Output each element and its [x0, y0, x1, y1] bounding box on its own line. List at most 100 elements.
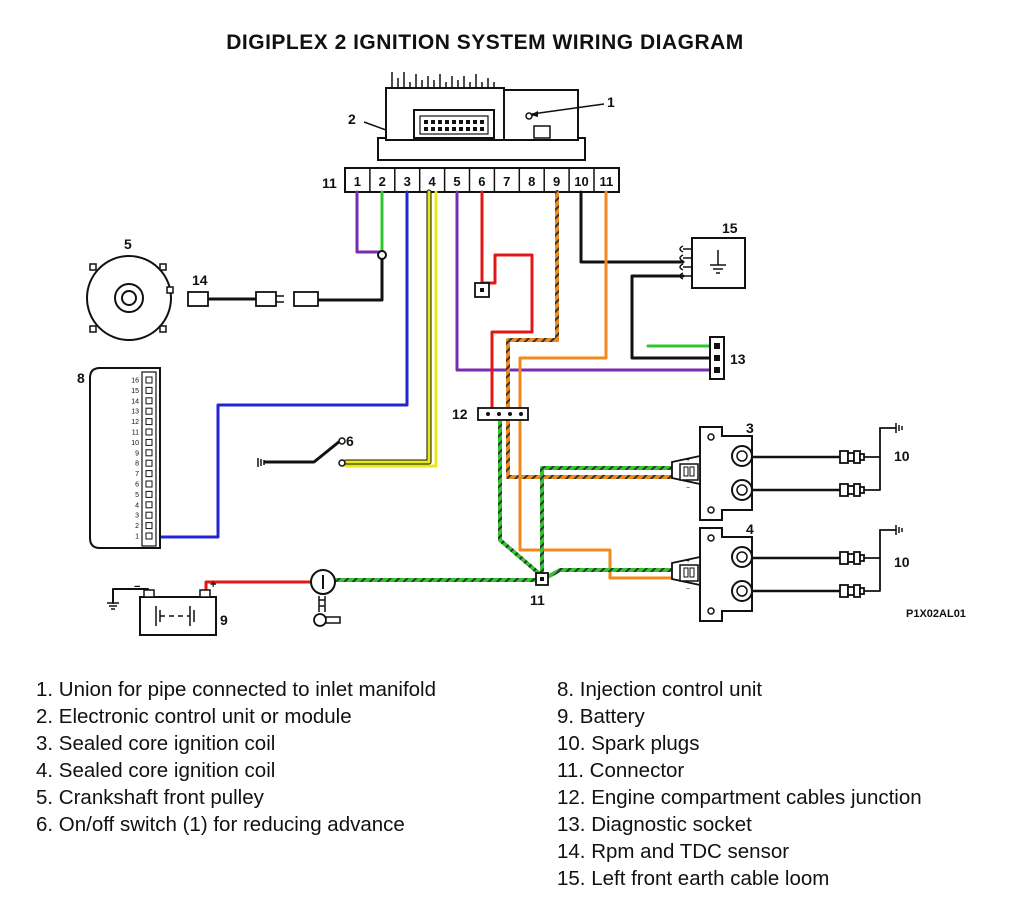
- legend-item: 15. Left front earth cable loom: [557, 867, 830, 890]
- legend-right: 8. Injection control unit 9. Battery 10. S…: [557, 676, 922, 892]
- ecu-pin-5: 5: [135, 492, 139, 499]
- legend-item: 13. Diagnostic socket: [557, 813, 752, 836]
- legend-item: 12. Engine compartment cables junction: [557, 786, 922, 809]
- connector-pin-8: 8: [528, 174, 535, 189]
- legend-item: 11. Connector: [557, 759, 685, 782]
- callout-6: 6: [346, 433, 354, 449]
- legend-item: 14. Rpm and TDC sensor: [557, 840, 790, 863]
- callout-3: 3: [746, 420, 754, 436]
- connector-pin-3: 3: [404, 174, 411, 189]
- ecu-pin-socket: [145, 449, 153, 457]
- connector-pin-6: 6: [478, 174, 485, 189]
- svg-text:−: −: [686, 485, 690, 492]
- ecu-pin-socket: [145, 501, 153, 509]
- callout-1: 1: [607, 94, 615, 110]
- ecu-pin-socket: [145, 511, 153, 519]
- wire-purple-pin1: [355, 190, 384, 254]
- ignition-coil-3: + −: [671, 426, 753, 521]
- callout-12: 12: [452, 406, 468, 422]
- advance-switch: [257, 437, 346, 467]
- ecu-pin-16: 16: [131, 378, 139, 385]
- diagram-title: DIGIPLEX 2 IGNITION SYSTEM WIRING DIAGRA…: [226, 31, 744, 54]
- ecu-pin-socket: [145, 470, 153, 478]
- battery: + −: [134, 579, 217, 636]
- callout-labels: 1 2 11 5 14 8 6 12 11 9 15 13 3 4 10 10 …: [77, 94, 966, 628]
- svg-text:−: −: [686, 586, 690, 593]
- ignition-key-switch: [310, 569, 341, 627]
- ecu-pin-socket: [145, 397, 153, 405]
- ecu-pin-socket: [145, 480, 153, 488]
- ecu-pin-7: 7: [135, 471, 139, 478]
- legend-item: 10. Spark plugs: [557, 732, 700, 755]
- callout-5: 5: [124, 236, 132, 252]
- wire-purple-pin5: [455, 190, 716, 372]
- wire-red-battery: [204, 580, 312, 597]
- diagnostic-socket: [709, 336, 725, 380]
- ecu-pin-socket: [145, 386, 153, 394]
- connector-pin-11: 11: [600, 174, 614, 189]
- ecu-pin-15: 15: [131, 388, 139, 395]
- ecu-pin-13: 13: [131, 409, 139, 416]
- connector-label: 11: [322, 175, 337, 191]
- connector-pin-10: 10: [574, 174, 588, 189]
- reference-code: P1X02AL01: [906, 608, 966, 620]
- callout-10a: 10: [894, 448, 910, 464]
- ecu-pin-socket: [145, 459, 153, 467]
- ecu-pin-12: 12: [131, 419, 139, 426]
- wire-black-sensor: [316, 256, 384, 302]
- ecu-pin-socket: [145, 428, 153, 436]
- ecu-pin-socket: [145, 490, 153, 498]
- connector-pin-2: 2: [379, 174, 386, 189]
- legend-item: 2. Electronic control unit or module: [36, 705, 352, 728]
- ecu-pin-3: 3: [135, 513, 139, 520]
- wire-black-13: [630, 274, 716, 360]
- ecu-pin-4: 4: [135, 502, 139, 509]
- callout-2: 2: [348, 111, 356, 127]
- legend-item: 4. Sealed core ignition coil: [36, 759, 276, 782]
- legend-left: 1. Union for pipe connected to inlet man…: [36, 676, 436, 838]
- ecu-module: [363, 72, 605, 161]
- callout-8: 8: [77, 370, 85, 386]
- ecu-pin-2: 2: [135, 523, 139, 530]
- wire-orange-pin11: [518, 190, 608, 410]
- svg-text:+: +: [686, 457, 690, 464]
- ground-symbols: [107, 423, 903, 610]
- legend-item: 9. Battery: [557, 705, 645, 728]
- rpm-tdc-sensor: [187, 250, 387, 307]
- ecu-pin-14: 14: [131, 398, 139, 405]
- callout-11: 11: [530, 592, 545, 608]
- ecu-pin-socket: [145, 376, 153, 384]
- legend-item: 3. Sealed core ignition coil: [36, 732, 276, 755]
- callout-10b: 10: [894, 554, 910, 570]
- wire-striped-pin9: [506, 190, 682, 479]
- ecu-pin-1: 1: [135, 534, 139, 541]
- connector-11: [535, 572, 549, 586]
- connector-pin-4: 4: [428, 174, 436, 189]
- connector-pin-1: 1: [354, 174, 361, 189]
- wire-black-switch: [263, 439, 342, 464]
- legend-item: 5. Crankshaft front pulley: [36, 786, 264, 809]
- wire-striped-green: [498, 420, 544, 578]
- spark-plugs: [839, 450, 865, 598]
- wire-blue-pin3: [156, 190, 409, 539]
- ecu-pin-socket: [145, 407, 153, 415]
- legend-item: 1. Union for pipe connected to inlet man…: [36, 678, 437, 701]
- legend-item: 8. Injection control unit: [557, 678, 763, 701]
- callout-9: 9: [220, 612, 228, 628]
- callout-13: 13: [730, 351, 746, 367]
- ecu-pin-socket: [145, 522, 153, 530]
- connector-pin-7: 7: [503, 174, 510, 189]
- ecu-pin-6: 6: [135, 482, 139, 489]
- wire-black-pin10: [579, 190, 685, 264]
- earth-cable-loom: [679, 237, 746, 289]
- ecu-pin-socket: [145, 532, 153, 540]
- ecu-pin-socket: [145, 418, 153, 426]
- ecu-pin-9: 9: [135, 450, 139, 457]
- callout-14: 14: [192, 272, 208, 288]
- svg-text:+: +: [686, 558, 690, 565]
- callout-4: 4: [746, 521, 754, 537]
- crankshaft-pulley: [86, 255, 174, 341]
- wires: [112, 189, 897, 604]
